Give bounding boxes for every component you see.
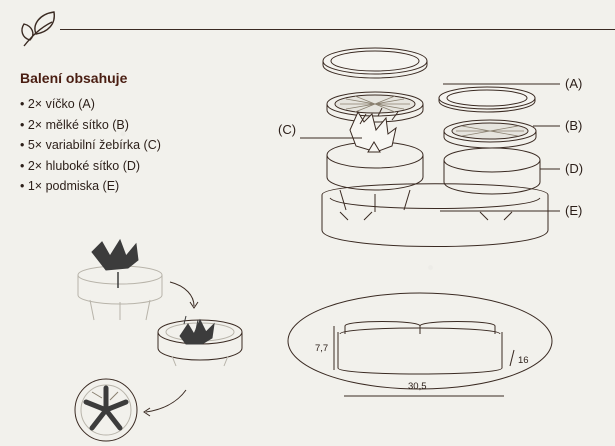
list-item: 2× víčko (A) — [20, 94, 161, 115]
callout-label-b: (B) — [565, 118, 583, 133]
list-item: 2× mělké sítko (B) — [20, 115, 161, 136]
page-title: Balení obsahuje — [20, 70, 128, 86]
step-1-illustration — [77, 238, 163, 321]
lid-illustration — [322, 47, 428, 79]
dimension-depth-label: 16 — [518, 355, 529, 366]
deep-sieve-right — [443, 147, 541, 195]
arrow-head-icon — [189, 301, 199, 309]
step-2-illustration — [157, 315, 243, 367]
step-3-illustration — [74, 378, 138, 442]
callout-label-e: (E) — [565, 203, 583, 218]
dimension-drawing — [287, 292, 553, 397]
shallow-sieve-right — [443, 119, 537, 149]
list-item: 2× hluboké sítko (D) — [20, 156, 161, 177]
list-item: 5× variabilní žebírka (C) — [20, 135, 161, 156]
deep-sieve-with-fins — [326, 107, 424, 212]
dimension-width-label: 30,5 — [408, 381, 427, 392]
contents-list: 2× víčko (A) 2× mělké sítko (B) 5× varia… — [20, 94, 161, 197]
depth-dimension-line — [509, 349, 515, 367]
callout-label-d: (D) — [565, 161, 584, 176]
shallow-sieve-illustration — [326, 91, 424, 123]
arrow-head-icon — [143, 407, 151, 417]
list-item: 1× podmiska (E) — [20, 176, 161, 197]
lid-illustration-right — [438, 86, 536, 113]
callout-label-a: (A) — [565, 76, 583, 91]
top-divider — [60, 29, 615, 30]
step-arrow-2 — [145, 389, 187, 413]
callout-label-c: (C) — [278, 122, 297, 137]
tray-illustration — [321, 183, 549, 247]
leaf-icon — [21, 11, 55, 47]
dimension-height-label: 7,7 — [315, 343, 329, 354]
step-arrow-1 — [169, 281, 195, 307]
